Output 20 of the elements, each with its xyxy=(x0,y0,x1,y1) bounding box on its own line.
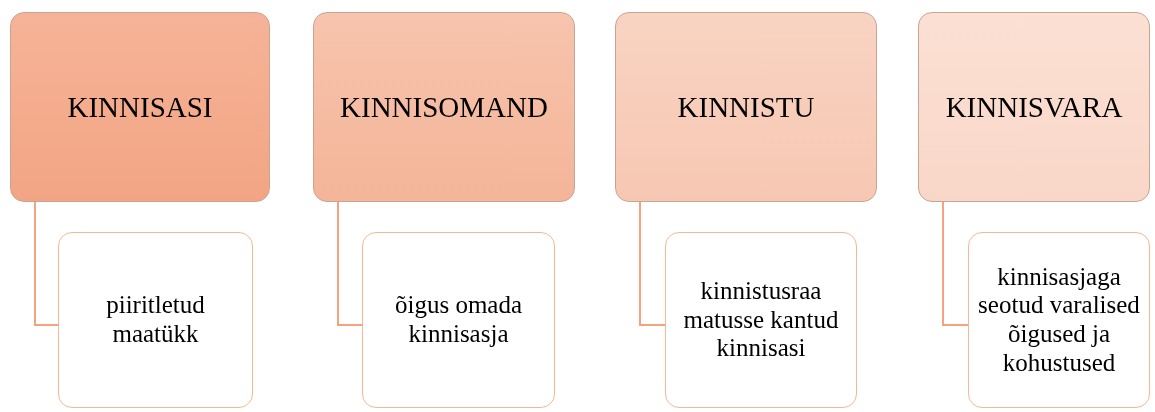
description-box xyxy=(665,232,857,408)
connector-line xyxy=(337,201,363,326)
heading-box xyxy=(313,12,575,202)
description-text: kinnistusraa matusse kantud kinnisasi xyxy=(682,276,840,364)
connector-line xyxy=(34,201,59,326)
description-text: piiritletud maatükk xyxy=(105,291,206,349)
heading-text: KINNISTU xyxy=(677,89,815,125)
description-text: õigus omada kinnisasja xyxy=(393,291,524,349)
heading-box xyxy=(918,12,1150,202)
description-text: kinnisasjaga seotud varalised õigused ja kohustused xyxy=(977,262,1141,378)
heading-text: KINNISVARA xyxy=(945,89,1123,125)
description-box xyxy=(968,232,1150,408)
heading-box xyxy=(10,12,270,202)
heading-text: KINNISASI xyxy=(67,89,213,125)
connector-line xyxy=(942,201,969,326)
connector-line xyxy=(639,201,666,326)
description-box xyxy=(362,232,555,408)
description-box xyxy=(58,232,253,408)
heading-text: KINNISOMAND xyxy=(340,89,548,125)
heading-box xyxy=(615,12,877,202)
